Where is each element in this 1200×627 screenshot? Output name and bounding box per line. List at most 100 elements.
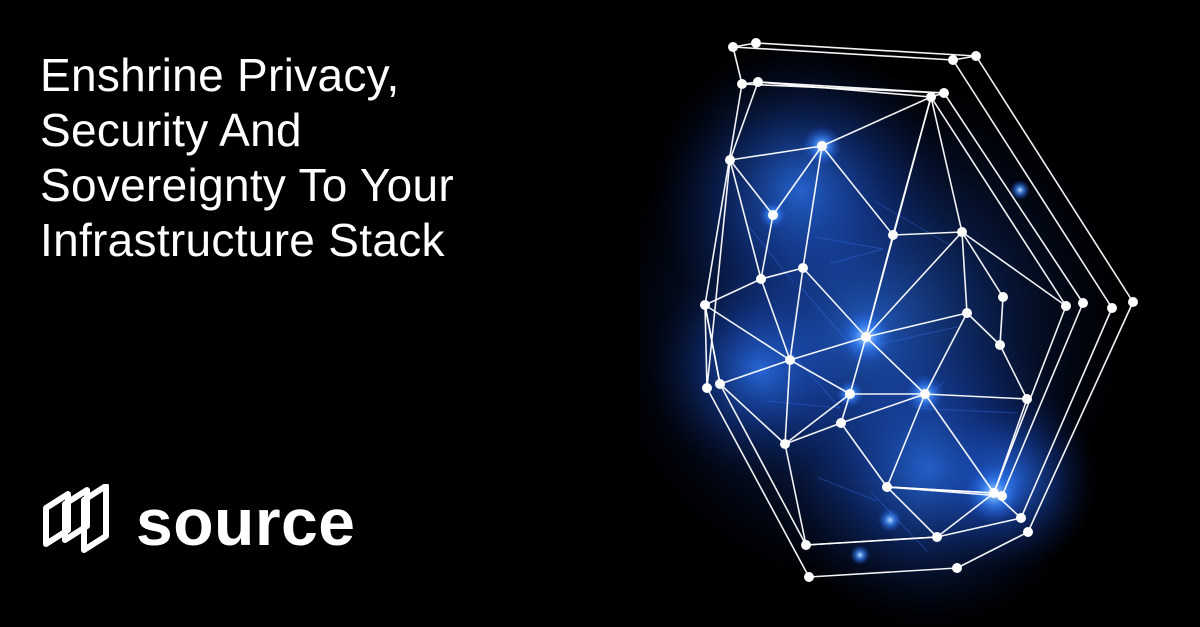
mesh-edge xyxy=(892,231,963,236)
mesh-edge xyxy=(936,517,1022,538)
mesh-node xyxy=(1022,394,1032,404)
mesh-edge xyxy=(706,159,731,389)
headline-line-2: Security And xyxy=(40,104,302,156)
mesh-node xyxy=(737,79,747,89)
mesh-edge xyxy=(732,46,954,61)
mesh-node xyxy=(801,540,811,550)
mesh-edge xyxy=(961,231,1004,298)
mesh-edge xyxy=(961,231,968,314)
mesh-edge xyxy=(760,278,791,361)
mesh-node xyxy=(728,42,738,52)
mesh-node xyxy=(785,355,795,365)
mesh-edge xyxy=(789,359,851,395)
mesh-edge xyxy=(704,278,762,306)
mesh-edge xyxy=(784,359,791,445)
mesh-node xyxy=(756,274,766,284)
faint-edge xyxy=(817,477,878,502)
mesh-edge xyxy=(789,267,804,361)
mesh-edge xyxy=(924,393,995,494)
mesh-node xyxy=(882,482,892,492)
mesh-node xyxy=(700,300,710,310)
mesh-edge xyxy=(1001,302,1084,497)
source-logo-icon xyxy=(43,484,109,553)
mesh-edge xyxy=(805,536,938,546)
mesh-edge xyxy=(729,145,823,161)
mesh-node xyxy=(926,92,936,102)
mesh-edge xyxy=(966,312,1001,346)
mesh-node xyxy=(845,389,855,399)
mesh-edge xyxy=(936,492,995,538)
mesh-node xyxy=(952,563,962,573)
sparkle xyxy=(1010,180,1030,200)
faint-edge xyxy=(766,400,841,409)
mesh-edge xyxy=(729,159,762,280)
mesh-node xyxy=(753,77,763,87)
faint-edge xyxy=(814,236,884,250)
brand-name: source xyxy=(136,485,356,559)
network-edges xyxy=(704,42,1134,578)
mesh-edge xyxy=(849,336,867,395)
mesh-edge xyxy=(1027,301,1134,533)
mesh-edge xyxy=(729,159,774,216)
mesh-edge xyxy=(924,312,968,395)
mesh-node xyxy=(817,141,827,151)
mesh-node xyxy=(1107,303,1117,313)
mesh-node xyxy=(836,418,846,428)
mesh-edge xyxy=(956,531,1029,569)
mesh-edge xyxy=(704,304,708,389)
mesh-edge xyxy=(719,383,807,546)
mesh-edge xyxy=(789,336,867,361)
mesh-edge xyxy=(732,46,743,85)
mesh-edge xyxy=(784,393,851,445)
mesh-edge xyxy=(704,304,721,385)
mesh-edge xyxy=(808,567,958,578)
mesh-node xyxy=(768,210,778,220)
headline-line-1: Enshrine Privacy, xyxy=(40,49,400,101)
mesh-edge xyxy=(999,296,1004,346)
brand-logo: source xyxy=(38,484,355,560)
mesh-node xyxy=(962,308,972,318)
glow-cloud xyxy=(650,40,950,340)
mesh-edge xyxy=(772,145,823,216)
mesh-node xyxy=(798,263,808,273)
mesh-node xyxy=(804,572,814,582)
mesh-edge xyxy=(821,145,894,236)
mesh-edge xyxy=(924,393,1028,400)
mesh-edge xyxy=(802,145,823,269)
mesh-edge xyxy=(930,96,1067,307)
network-mesh-illustration xyxy=(640,38,1138,627)
mesh-edge xyxy=(704,83,743,306)
sparkle xyxy=(850,545,870,565)
mesh-edge xyxy=(784,422,842,445)
mesh-edge xyxy=(760,267,804,280)
mesh-edge xyxy=(961,231,1067,307)
mesh-node xyxy=(780,439,790,449)
headline-line-3: Sovereignty To Your xyxy=(40,159,455,211)
mesh-edge xyxy=(1020,307,1113,519)
mesh-edge xyxy=(865,336,926,395)
headline-line-4: Infrastructure Stack xyxy=(40,214,445,266)
mesh-edge xyxy=(999,344,1028,400)
mesh-node xyxy=(989,488,999,498)
mesh-edge xyxy=(840,422,888,488)
mesh-edge xyxy=(993,398,1028,494)
mesh-edge xyxy=(757,81,945,94)
mesh-edge xyxy=(840,393,926,424)
mesh-node xyxy=(1016,513,1026,523)
mesh-edge xyxy=(930,96,963,233)
mesh-edge xyxy=(865,234,894,338)
mesh-edge xyxy=(719,383,786,445)
mesh-edge xyxy=(952,59,1113,309)
mesh-node xyxy=(888,230,898,240)
mesh-edge xyxy=(865,312,968,338)
faint-edge xyxy=(873,200,953,247)
mesh-edge xyxy=(943,92,1084,304)
mesh-node xyxy=(932,532,942,542)
mesh-edge xyxy=(704,304,791,361)
faint-edge xyxy=(870,491,928,552)
mesh-edge xyxy=(757,81,932,98)
mesh-edge xyxy=(719,359,791,385)
mesh-node xyxy=(702,383,712,393)
mesh-node xyxy=(998,292,1008,302)
mesh-edge xyxy=(886,486,995,494)
